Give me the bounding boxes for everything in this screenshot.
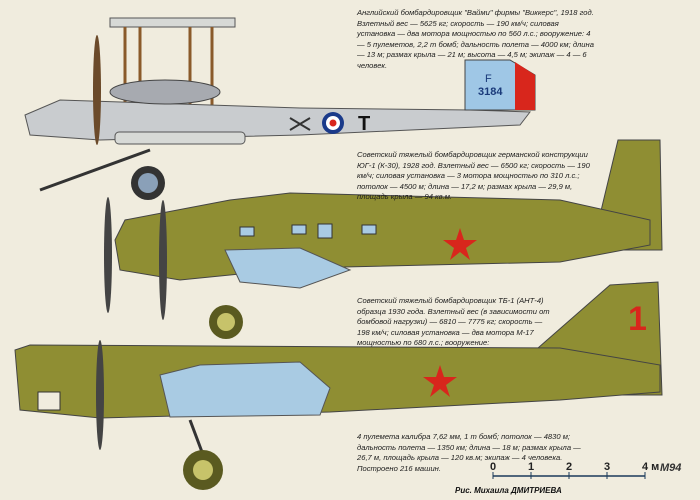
artist-caption: Рис. Михаила ДМИТРИЕВА: [455, 486, 562, 495]
red-star: [423, 365, 457, 397]
scale-tick: 2: [566, 461, 573, 473]
jug1-description: Советский тяжелый бомбардировщик германс…: [357, 150, 590, 202]
tb1-fuselage: [14, 344, 661, 419]
vimy-description: Английский бомбардировщик "Вайми" фирмы …: [357, 8, 594, 70]
scale-tick: 3: [604, 461, 611, 473]
tb1-description: Советский тяжелый бомбардировщик ТБ-1 (А…: [357, 296, 550, 348]
vickers-vimy-drawing: F 3184 T: [24, 17, 536, 200]
tail-letter: F: [485, 73, 492, 85]
jug1-drawing: [104, 139, 663, 339]
scale-tick: 1: [528, 461, 535, 473]
scale-tick: 0: [490, 461, 497, 473]
upper-wing: [109, 17, 236, 28]
jug1-wing: [224, 247, 352, 289]
propeller: [104, 197, 112, 313]
propeller: [96, 340, 104, 450]
red-star: [443, 228, 477, 260]
artist-signature: М94: [660, 462, 682, 474]
scale-tick: 4 м: [642, 461, 660, 473]
tb1-description-continued: 4 пулемета калибра 7,62 мм, 1 т бомб; по…: [357, 432, 581, 473]
jug1-fuselage: [114, 192, 651, 281]
tb1-drawing: 1: [14, 281, 663, 490]
tb1-wing: [159, 361, 331, 418]
tail-number: 1: [628, 300, 647, 338]
scale-bar: [492, 472, 646, 479]
engine-nacelle: [109, 79, 221, 105]
lower-wing: [114, 131, 246, 145]
propeller: [93, 35, 101, 145]
tail-number: 3184: [478, 86, 503, 98]
propeller: [159, 200, 167, 320]
fuselage-letter: T: [358, 113, 370, 135]
